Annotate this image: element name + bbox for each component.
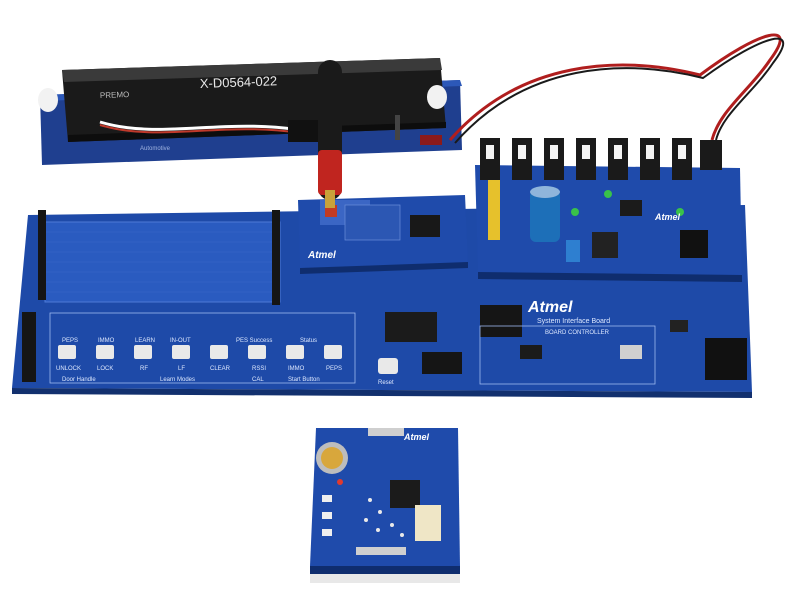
group-label-0: Door Handle: [62, 377, 96, 383]
standoff: [427, 85, 447, 109]
reset-label: Reset: [378, 380, 394, 386]
led-green: [676, 208, 684, 216]
usb-connector: [620, 345, 642, 359]
rf-shield: [344, 204, 401, 241]
ic-chip: [620, 200, 642, 216]
push-button: [248, 345, 266, 359]
key-fob-board: Atmel: [310, 428, 460, 583]
key-top-label-6: Status: [300, 338, 317, 344]
group-label-1: Learn Modes: [160, 377, 195, 383]
power-cable-black: [454, 37, 785, 144]
led-red: [337, 479, 343, 485]
push-button: [322, 512, 332, 519]
group-label-2: CAL: [252, 377, 264, 383]
group-label-3: Start Button: [288, 377, 320, 383]
key-top-label-5: PES Success: [236, 338, 272, 344]
pin-header: [22, 312, 36, 382]
key-bottom-label-1: LOCK: [97, 366, 113, 372]
dc-jack: [705, 338, 747, 380]
key-bottom-label-3: LF: [178, 366, 185, 372]
power-atmel-logo: Atmel: [654, 212, 681, 222]
controller-chip: [520, 345, 542, 359]
key-bottom-label-6: IMMO: [288, 366, 305, 372]
push-button: [58, 345, 76, 359]
push-button: [286, 345, 304, 359]
pin-header: [422, 352, 462, 374]
key-bottom-label-2: RF: [140, 366, 148, 372]
inductor: [592, 232, 618, 258]
rf-atmel-logo: Atmel: [307, 250, 336, 261]
key-top-label-2: LEARN: [135, 338, 155, 344]
key-bottom-label-5: RSSI: [252, 366, 266, 372]
push-button: [172, 345, 190, 359]
key-top-label-3: IN-OUT: [170, 338, 191, 344]
led-green: [571, 208, 579, 216]
led-green: [604, 190, 612, 198]
push-button: [324, 345, 342, 359]
board-title: System Interface Board: [537, 318, 610, 325]
lf-antenna-module: X-D0564-022 PREMO Automotive: [38, 58, 462, 165]
key-bottom-label-7: PEPS: [326, 366, 342, 372]
antenna-part-number: X-D0564-022: [200, 73, 278, 91]
key-top-label-1: IMMO: [98, 338, 115, 344]
push-button: [210, 345, 228, 359]
fob-ic: [390, 480, 420, 508]
push-button: [322, 529, 332, 536]
rf-transceiver-module: Atmel: [298, 60, 468, 274]
atmel-logo: Atmel: [527, 299, 573, 316]
reset-button: [378, 358, 398, 374]
pin-header: [38, 210, 46, 300]
push-buttons: [58, 345, 342, 359]
push-button: [96, 345, 114, 359]
electrolytic-capacitor: [530, 190, 560, 242]
fob-atmel-logo: Atmel: [403, 432, 430, 442]
board-controller-label: BOARD CONTROLLER: [545, 330, 610, 336]
pin-header: [272, 210, 280, 305]
key-top-label-0: PEPS: [62, 338, 78, 344]
power-cable-red: [448, 33, 782, 141]
key-bottom-label-0: UNLOCK: [56, 366, 81, 372]
antenna-brand: PREMO: [100, 90, 130, 100]
antenna-sub-label: Automotive: [140, 146, 171, 152]
push-button: [322, 495, 332, 502]
standoff: [38, 88, 58, 112]
dc-jack: [680, 230, 708, 258]
push-button: [134, 345, 152, 359]
microcontroller-chip: [385, 312, 437, 342]
power-interface-board: Atmel: [475, 138, 742, 282]
key-bottom-label-4: CLEAR: [210, 366, 231, 372]
pin-header: [480, 305, 522, 337]
fob-antenna-coil: [415, 505, 441, 541]
